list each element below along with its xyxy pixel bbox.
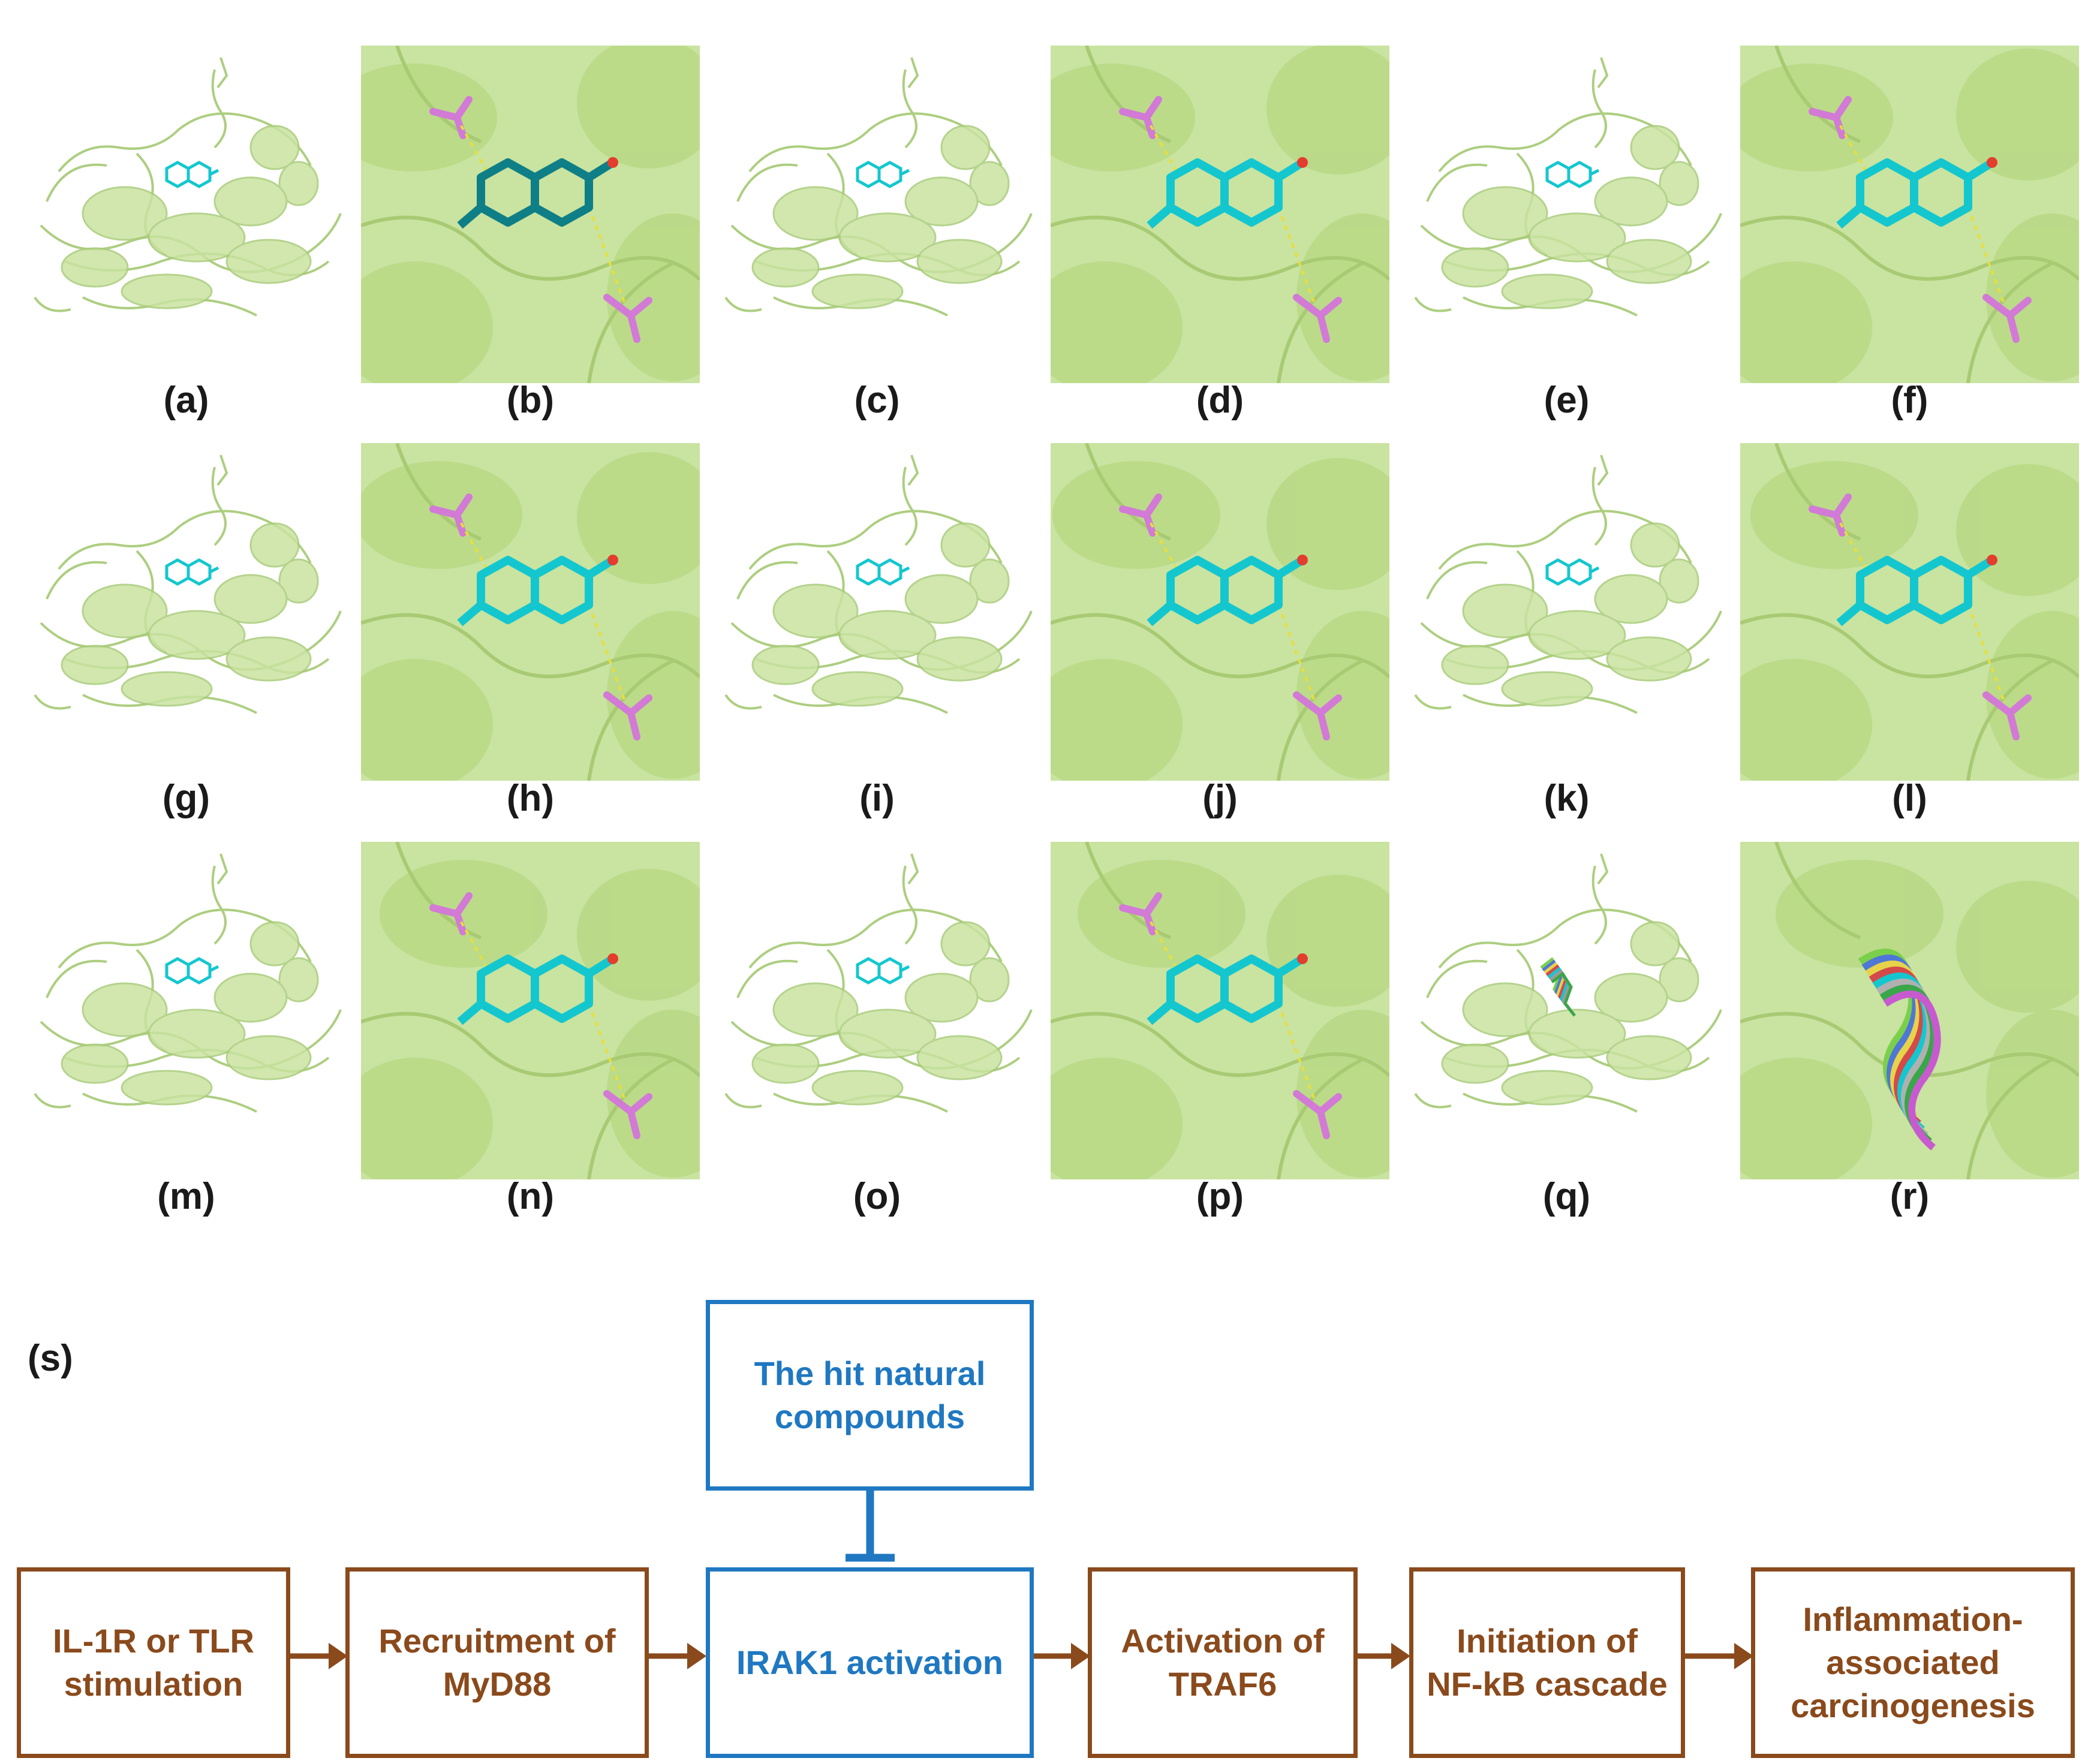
panel-label-c: (c): [854, 380, 900, 421]
panel-label-i: (i): [859, 778, 895, 819]
panel-label-l: (l): [1892, 778, 1927, 819]
docking-panel-f: [1740, 46, 2079, 383]
panel-label-h: (h): [506, 778, 555, 819]
docking-panel-m: [17, 842, 356, 1179]
docking-panel-g: [17, 443, 356, 781]
docking-panel-p: [1051, 842, 1389, 1179]
docking-panel-l: [1740, 443, 2079, 781]
panel-label-m: (m): [157, 1176, 215, 1217]
docking-panel-i: [708, 443, 1046, 781]
docking-panel-k: [1397, 443, 1736, 781]
panel-label-p: (p): [1196, 1176, 1244, 1217]
arrow-3-4: [1030, 1643, 1090, 1669]
step-box-2: Recruitment of MyD88: [345, 1567, 649, 1758]
docking-panel-o: [708, 842, 1046, 1179]
panel-label-q: (q): [1542, 1176, 1591, 1217]
arrow-4-5: [1355, 1643, 1410, 1669]
docking-panel-e: [1397, 46, 1736, 383]
docking-panel-b: [361, 46, 700, 383]
docking-panel-a: [17, 46, 356, 383]
arrow-5-6: [1683, 1643, 1753, 1669]
panel-label-o: (o): [853, 1176, 901, 1217]
docking-panel-j: [1051, 443, 1389, 781]
panel-label-r: (r): [1890, 1176, 1930, 1217]
inhibitor-box: The hit natural compounds: [706, 1300, 1034, 1491]
docking-panel-q: [1397, 842, 1736, 1179]
docking-panel-d: [1051, 46, 1389, 383]
docking-panel-c: [708, 46, 1046, 383]
arrow-2-3: [646, 1643, 706, 1669]
panel-label-j: (j): [1202, 778, 1238, 819]
docking-panel-n: [361, 842, 700, 1179]
inhibition-bar: [846, 1488, 895, 1562]
step-box-5: Initiation of NF-kB cascade: [1409, 1567, 1685, 1758]
panel-label-k: (k): [1544, 778, 1590, 819]
panel-label-s: (s): [28, 1338, 73, 1379]
panel-label-b: (b): [506, 380, 555, 421]
panel-label-e: (e): [1544, 380, 1590, 421]
step-box-6: Inflammation- associated carcinogenesis: [1751, 1567, 2075, 1758]
step-box-1: IL-1R or TLR stimulation: [17, 1567, 290, 1758]
step-box-irak1: IRAK1 activation: [706, 1567, 1034, 1758]
panel-label-f: (f): [1891, 380, 1928, 421]
docking-panel-h: [361, 443, 700, 781]
panel-label-n: (n): [506, 1176, 555, 1217]
panel-label-d: (d): [1196, 380, 1244, 421]
step-box-4: Activation of TRAF6: [1088, 1567, 1358, 1758]
panel-label-g: (g): [162, 778, 210, 819]
docking-panel-r: [1740, 842, 2079, 1179]
panel-label-a: (a): [163, 380, 209, 421]
arrow-1-2: [288, 1643, 348, 1669]
